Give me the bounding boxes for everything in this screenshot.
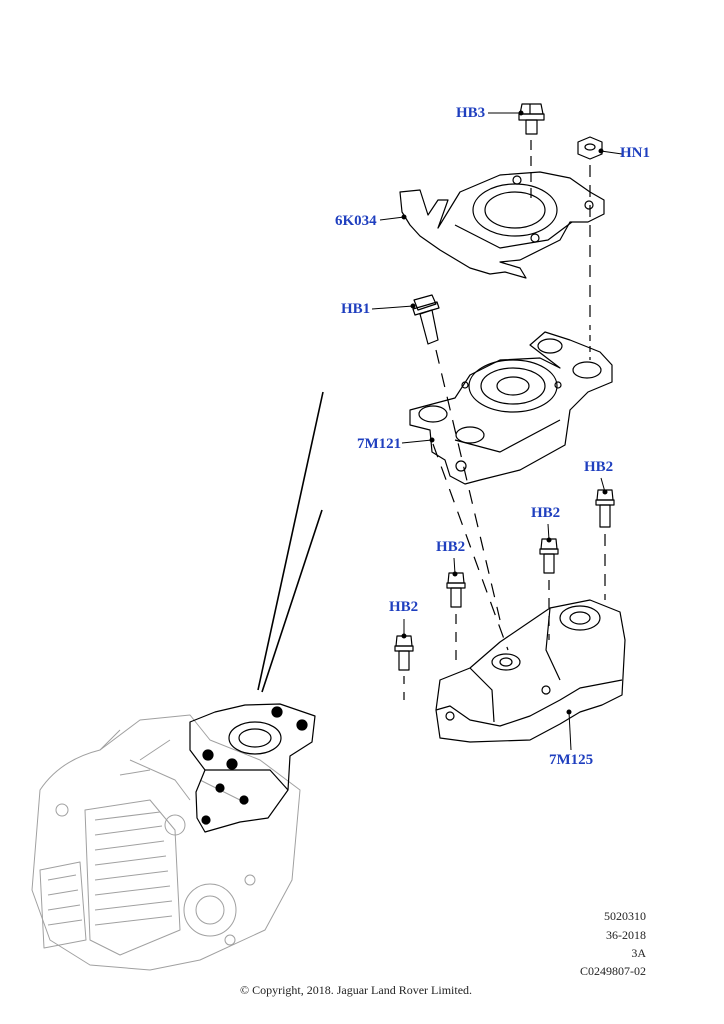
- bolt-hb1-drawing: [412, 294, 440, 345]
- callout-7m125: 7M125: [549, 752, 594, 768]
- mount-7m121-drawing: [409, 331, 613, 485]
- bolt-hb3-drawing: [518, 103, 545, 135]
- callout-leaders: [371, 110, 623, 751]
- callout-hb2-d: HB2: [584, 459, 614, 475]
- zoom-leader-line-1: [257, 391, 324, 691]
- bolt-hb2-b-drawing: [446, 572, 466, 608]
- reference-line-4: C0249807-02: [580, 964, 646, 978]
- bracket-6k034-drawing: [399, 171, 605, 279]
- assembled-mount-location: [189, 703, 316, 833]
- bolt-hb2-c-drawing: [539, 538, 559, 574]
- callout-hb1: HB1: [341, 301, 371, 317]
- callout-hb2-b: HB2: [436, 539, 466, 555]
- callout-hb2-c: HB2: [531, 505, 561, 521]
- callout-hn1: HN1: [620, 145, 650, 161]
- zoom-leader-line-2: [261, 509, 323, 693]
- callout-7m121: 7M121: [357, 436, 402, 452]
- nut-hn1-drawing: [577, 136, 603, 160]
- callout-6k034: 6K034: [335, 213, 377, 229]
- copyright-notice: © Copyright, 2018. Jaguar Land Rover Lim…: [239, 983, 473, 997]
- callout-hb2-a: HB2: [389, 599, 419, 615]
- bracket-7m125-drawing: [435, 599, 626, 743]
- callout-hb3: HB3: [456, 105, 486, 121]
- bolt-hb2-d-drawing: [595, 489, 615, 528]
- reference-line-3: 3A: [631, 946, 646, 960]
- reference-line-1: 5020310: [604, 909, 646, 923]
- transmission-ghost-drawing: [31, 714, 301, 971]
- reference-line-2: 36-2018: [606, 928, 646, 942]
- bolt-hb2-a-drawing: [394, 635, 414, 671]
